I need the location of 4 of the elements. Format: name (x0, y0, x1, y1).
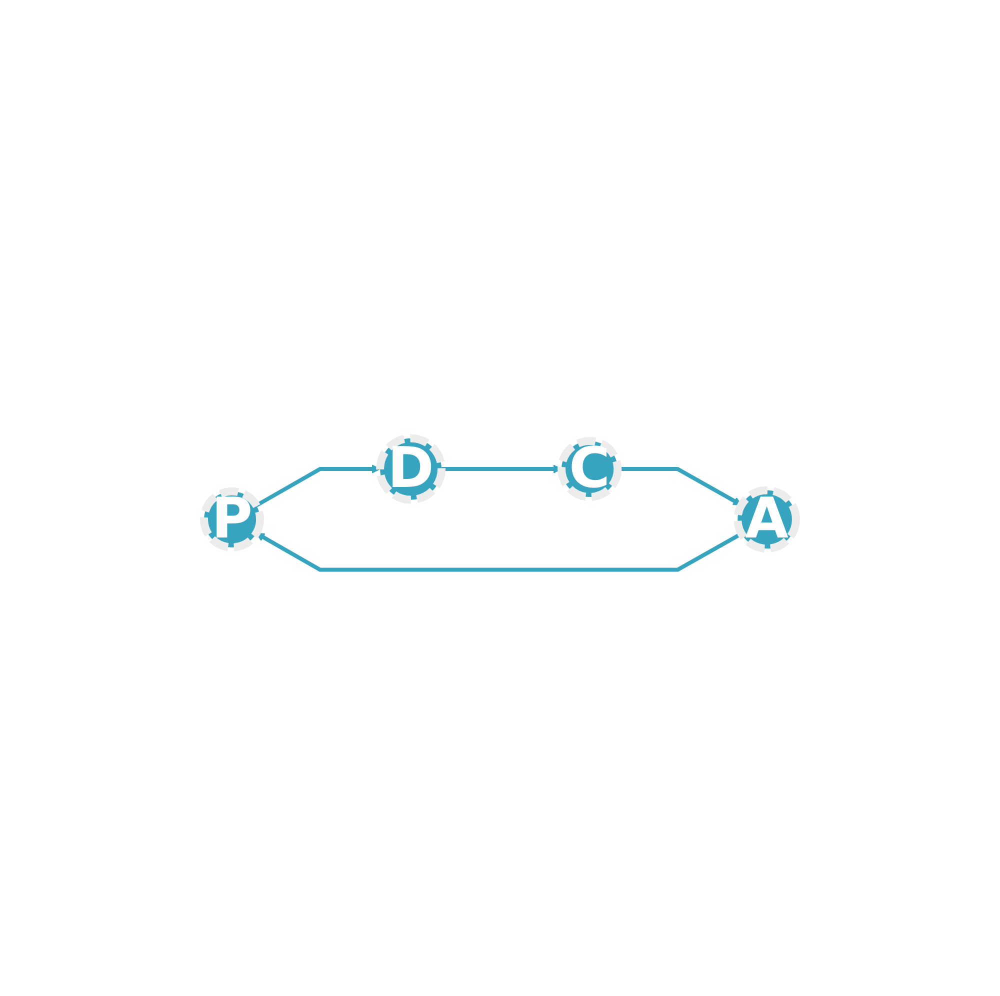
node-circle: A (734, 486, 800, 552)
node-circle: P (200, 486, 264, 552)
node-circle: C (558, 436, 622, 501)
node-circle: D (376, 434, 446, 504)
